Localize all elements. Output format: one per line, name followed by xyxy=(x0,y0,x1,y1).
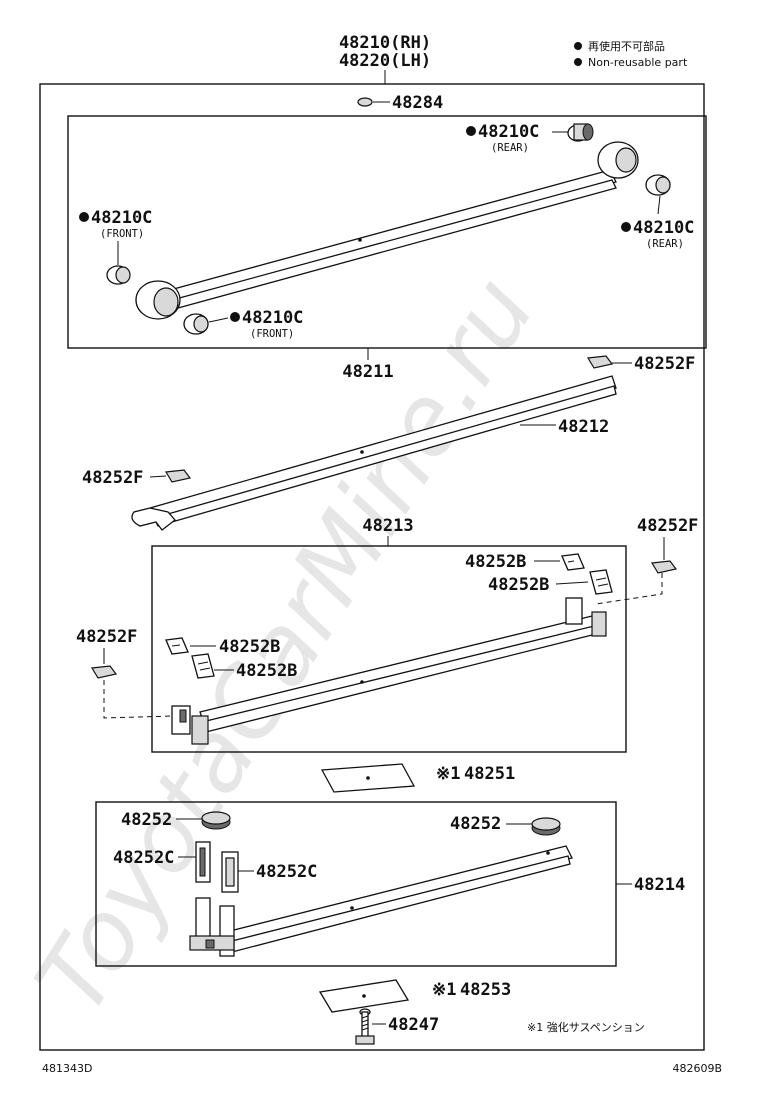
label-48252f-a: 48252F xyxy=(634,354,695,374)
label-48252c-b: 48252C xyxy=(256,862,317,882)
note-bushing-front-left: (FRONT) xyxy=(100,228,144,240)
assembly-number-rh: 48210(RH) xyxy=(339,33,431,53)
leaf-48212 xyxy=(131,375,617,531)
label-48212: 48212 xyxy=(558,417,609,437)
box-main-leaf xyxy=(67,115,707,349)
leader-48252b-b xyxy=(555,581,589,585)
label-48252-b: 48252 xyxy=(450,814,501,834)
leader-bushing-front-bottom xyxy=(208,317,229,323)
leader-48252f-b xyxy=(149,475,167,478)
note-bushing-rear-right: (REAR) xyxy=(646,238,684,250)
outer-frame xyxy=(39,83,705,1051)
label-48253: 48253 xyxy=(460,980,511,1000)
clip-48252b-a-icon xyxy=(561,553,585,571)
pad-48252f-c-icon xyxy=(651,560,678,574)
label-48252b-b: 48252B xyxy=(488,575,549,595)
non-reusable-dot-icon xyxy=(621,222,631,232)
label-bushing-front-bottom: 48210C xyxy=(242,308,303,328)
footer-code-right: 482609B xyxy=(672,1062,722,1075)
label-48214: 48214 xyxy=(634,875,685,895)
bushing-rear-top-icon xyxy=(567,123,594,142)
label-48251: 48251 xyxy=(464,764,515,784)
clip-48252b-d-icon xyxy=(191,653,215,679)
pad-48252-b-icon xyxy=(531,817,561,836)
label-48252b-a: 48252B xyxy=(465,552,526,572)
non-reusable-dot-icon xyxy=(230,312,240,322)
pad-48252f-a-icon xyxy=(587,355,614,369)
legend-dot-icon xyxy=(574,58,582,66)
label-48213: 48213 xyxy=(362,516,413,536)
note-bushing-front-bottom: (FRONT) xyxy=(250,328,294,340)
bolt-48247-icon xyxy=(355,1008,375,1045)
label-bushing-rear-top: 48210C xyxy=(478,122,539,142)
clip-48252c-b-icon xyxy=(221,851,239,893)
label-48252b-d: 48252B xyxy=(236,661,297,681)
box-leaf-48213 xyxy=(151,545,627,753)
dashed-guide-right xyxy=(595,573,663,605)
label-48284: 48284 xyxy=(392,93,443,113)
bushing-front-left-icon xyxy=(106,265,131,285)
reinforced-suspension-note: ※1 強化サスペンション xyxy=(527,1020,645,1034)
clip-48252b-b-icon xyxy=(589,569,613,595)
label-48252f-c: 48252F xyxy=(637,516,698,536)
clip-48252c-a-icon xyxy=(195,841,211,883)
main-leaf-48211 xyxy=(135,141,639,320)
clip-48252b-c-icon xyxy=(165,637,189,655)
label-48252-a: 48252 xyxy=(121,810,172,830)
leaf-48214 xyxy=(189,845,573,957)
label-48211: 48211 xyxy=(342,362,393,382)
label-48252f-b: 48252F xyxy=(82,468,143,488)
legend-label-jp: 再使用不可部品 xyxy=(588,39,665,53)
label-48252f-d: 48252F xyxy=(76,627,137,647)
non-reusable-dot-icon xyxy=(79,212,89,222)
label-48247: 48247 xyxy=(388,1015,439,1035)
label-48252b-c: 48252B xyxy=(219,637,280,657)
leader-bushing-rear-right xyxy=(657,195,661,215)
pad-48252f-d-icon xyxy=(91,665,118,679)
mark-48251: ※1 xyxy=(436,764,460,784)
note-bushing-rear-top: (REAR) xyxy=(491,142,529,154)
legend-label-en: Non-reusable part xyxy=(588,56,688,69)
pad-48252-a-icon xyxy=(201,811,231,830)
mark-48253: ※1 xyxy=(432,980,456,1000)
leaf-48213 xyxy=(171,597,607,745)
bushing-front-bottom-icon xyxy=(183,313,209,335)
label-bushing-front-left: 48210C xyxy=(91,208,152,228)
assembly-number-lh: 48220(LH) xyxy=(339,51,431,71)
part-48284-icon xyxy=(357,97,373,107)
label-bushing-rear-right: 48210C xyxy=(633,218,694,238)
non-reusable-dot-icon xyxy=(466,126,476,136)
bushing-rear-right-icon xyxy=(645,174,671,196)
pad-48252f-b-icon xyxy=(165,469,192,483)
footer-code-left: 481343D xyxy=(42,1062,92,1075)
label-48252c-a: 48252C xyxy=(113,848,174,868)
legend-dot-icon xyxy=(574,42,582,50)
dashed-guide-left xyxy=(103,680,173,719)
